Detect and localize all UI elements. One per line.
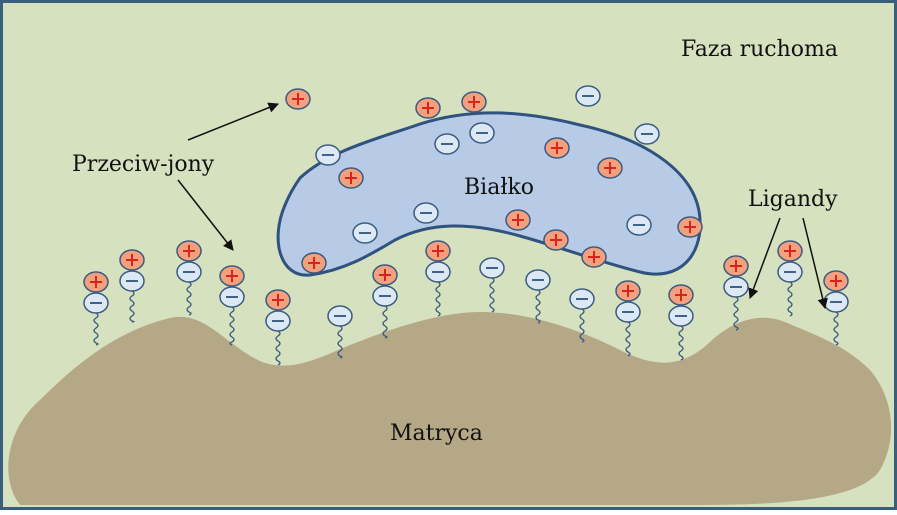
counter-ion-bound [266,290,290,310]
free-positive-ion [416,98,440,118]
ligand-negative-ion [177,262,201,282]
ligand-negative-ion [778,262,802,282]
ligand-negative-ion [616,302,640,322]
counter-ions-label: Przeciw-jony [72,152,215,177]
free-positive-ion [506,210,530,230]
free-negative-ion [576,86,600,106]
counter-ion-bound [778,241,802,261]
free-negative-ion [635,124,659,144]
ligand-negative-ion [84,293,108,313]
ligand-negative-ion [426,262,450,282]
free-negative-ion [470,123,494,143]
ligand-negative-ion [373,286,397,306]
counter-ion-bound [616,281,640,301]
ligand-negative-ion [669,306,693,326]
ligand-negative-ion [526,270,550,290]
free-positive-ion [545,138,569,158]
free-positive-ion [544,230,568,250]
ligands-label: Ligandy [748,187,838,212]
free-negative-ion [627,215,651,235]
counter-ion-bound [669,285,693,305]
free-negative-ion [414,203,438,223]
ligand-negative-ion [328,306,352,326]
ligand-negative-ion [266,311,290,331]
free-positive-ion [302,253,326,273]
ligand-negative-ion [220,287,244,307]
free-negative-ion [316,145,340,165]
free-positive-ion [582,247,606,267]
free-positive-ion [462,92,486,112]
counter-ion-bound [426,241,450,261]
ligand-negative-ion [824,292,848,312]
counter-ion-bound [220,266,244,286]
counter-ion-bound [373,265,397,285]
protein-label: Białko [464,175,534,200]
counter-ion-bound [824,271,848,291]
ligand-negative-ion [724,277,748,297]
counter-ion-bound [84,272,108,292]
mobile-phase-label: Faza ruchoma [681,37,838,62]
ligand-negative-ion [480,258,504,278]
counter-ion-bound [177,241,201,261]
free-positive-ion [598,158,622,178]
free-negative-ion [353,223,377,243]
counter-ion-bound [120,250,144,270]
ligand-negative-ion [570,289,594,309]
counter-ion-bound [724,256,748,276]
free-positive-ion [286,89,310,109]
ligand-negative-ion [120,271,144,291]
matrix-shape [8,312,891,505]
free-positive-ion [678,217,702,237]
matrix-label: Matryca [390,421,483,446]
free-positive-ion [339,168,363,188]
free-negative-ion [435,134,459,154]
